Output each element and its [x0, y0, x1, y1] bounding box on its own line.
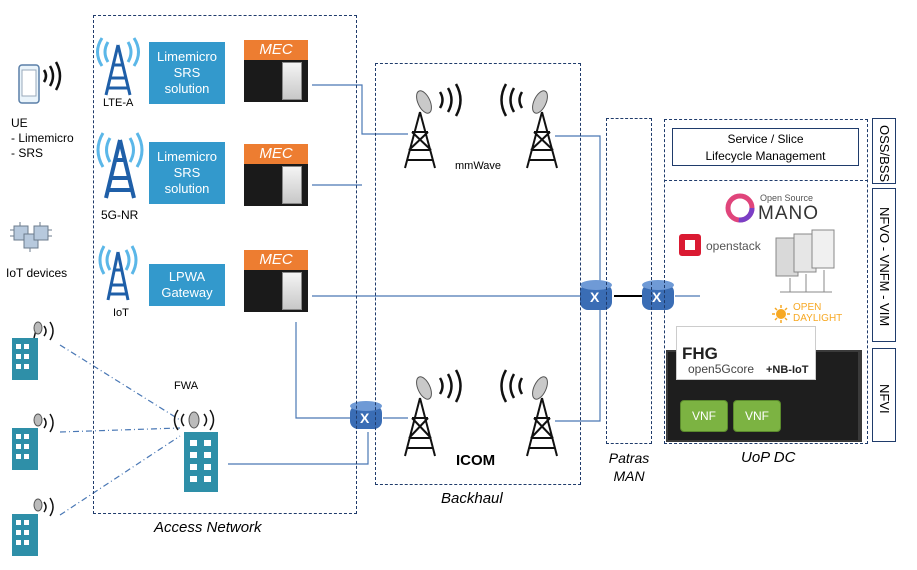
site-5g-box: Limemicro SRS solution	[149, 142, 225, 204]
nfvi-label: NFVI	[877, 384, 892, 414]
server-icon	[282, 62, 302, 100]
man-switch-right-icon	[642, 280, 674, 310]
uop-dc-label: UoP DC	[741, 449, 796, 466]
access-switch-icon	[350, 401, 382, 429]
icom-label: ICOM	[456, 452, 496, 469]
backhaul-label: Backhaul	[441, 490, 503, 507]
link-icom-man	[555, 310, 601, 422]
fwa-link-3	[59, 435, 181, 516]
iot-devices-label: IoT devices	[6, 266, 68, 280]
vnf-box-1: VNF	[680, 400, 728, 432]
link-iot-switch	[295, 322, 350, 419]
open5gcore-label: open5Gcore	[688, 362, 755, 376]
osm-logo-icon	[725, 193, 755, 223]
mec-lte: MEC	[244, 40, 308, 102]
odl-top-label: OPEN	[793, 302, 822, 313]
ue-label: UE - Limemicro - SRS	[11, 116, 74, 160]
fwa-label: FWA	[174, 380, 199, 392]
mec-lte-label: MEC	[244, 40, 308, 60]
building-icon-2	[12, 413, 54, 470]
man-switch-left-label: X	[590, 289, 600, 305]
icom-tower-right-icon	[526, 397, 558, 457]
mec-iot: MEC	[244, 250, 308, 312]
openstack-label: openstack	[706, 239, 761, 253]
building-icon-1	[12, 321, 54, 380]
oss-bss-label: OSS/BSS	[877, 125, 892, 183]
fhg-label: FHG	[682, 344, 718, 363]
mmwave-tower-right-icon	[526, 111, 558, 169]
mmwave-label: mmWave	[455, 160, 502, 172]
man-switch-left-icon	[580, 280, 612, 310]
dish-icons	[416, 90, 548, 400]
vnf-box-2: VNF	[733, 400, 781, 432]
fhg-logo-box	[676, 326, 816, 380]
access-switch-label: X	[360, 410, 370, 426]
dc-divider	[664, 180, 868, 181]
server-stack-icon	[775, 229, 835, 293]
osm-big-label: MANO	[758, 203, 819, 224]
service-slice-box: Service / Slice Lifecycle Management	[672, 128, 859, 166]
tower-label-iot: IoT	[113, 307, 129, 319]
iot-chip-icon	[10, 222, 52, 252]
uop-dc-box	[664, 119, 868, 444]
server-icon	[282, 272, 302, 310]
mmwave-tower-left-icon	[404, 111, 436, 169]
site-iot-box: LPWA Gateway	[149, 264, 225, 306]
backhaul-box	[375, 63, 581, 485]
tower-label-5g: 5G-NR	[101, 208, 139, 222]
tower-iot-icon	[98, 245, 138, 301]
fwa-link-1	[59, 344, 181, 421]
mec-5g: MEC	[244, 144, 308, 206]
man-switch-right-label: X	[652, 289, 662, 305]
nfvo-label: NFVO - VNFM - VIM	[877, 207, 892, 327]
link-mmwave-man	[555, 135, 601, 285]
odl-bottom-label: DAYLIGHT	[793, 313, 843, 324]
osm-small-label: Open Source	[760, 193, 814, 203]
access-network-label: Access Network	[154, 519, 262, 536]
fwa-building-icon	[173, 409, 218, 492]
access-network-box	[93, 15, 357, 514]
server-icon	[282, 166, 302, 204]
icom-tower-left-icon	[404, 397, 436, 457]
patras-man-box	[606, 118, 652, 444]
nfvi-box: NFVI	[872, 348, 896, 442]
nbiot-label: +NB-IoT	[766, 364, 809, 376]
mec-5g-label: MEC	[244, 144, 308, 164]
fwa-link-2	[59, 427, 181, 433]
oss-bss-box: OSS/BSS	[872, 118, 896, 184]
tower-label-lte: LTE-A	[103, 97, 134, 109]
tower-5g-icon	[96, 132, 144, 199]
building-icon-3	[12, 497, 54, 556]
phone-icon	[18, 61, 62, 104]
patras-man-label: Patras MAN	[608, 450, 650, 484]
link-fwa-switch	[228, 432, 369, 465]
site-lte-box: Limemicro SRS solution	[149, 42, 225, 104]
nfvo-box: NFVO - VNFM - VIM	[872, 188, 896, 342]
tower-lte-icon	[96, 37, 140, 96]
mmwave-signal-icons	[438, 83, 524, 403]
link-lte-mmwave	[312, 84, 408, 135]
opendaylight-logo-icon	[772, 305, 790, 323]
openstack-logo-icon	[679, 234, 701, 256]
mec-iot-label: MEC	[244, 250, 308, 270]
